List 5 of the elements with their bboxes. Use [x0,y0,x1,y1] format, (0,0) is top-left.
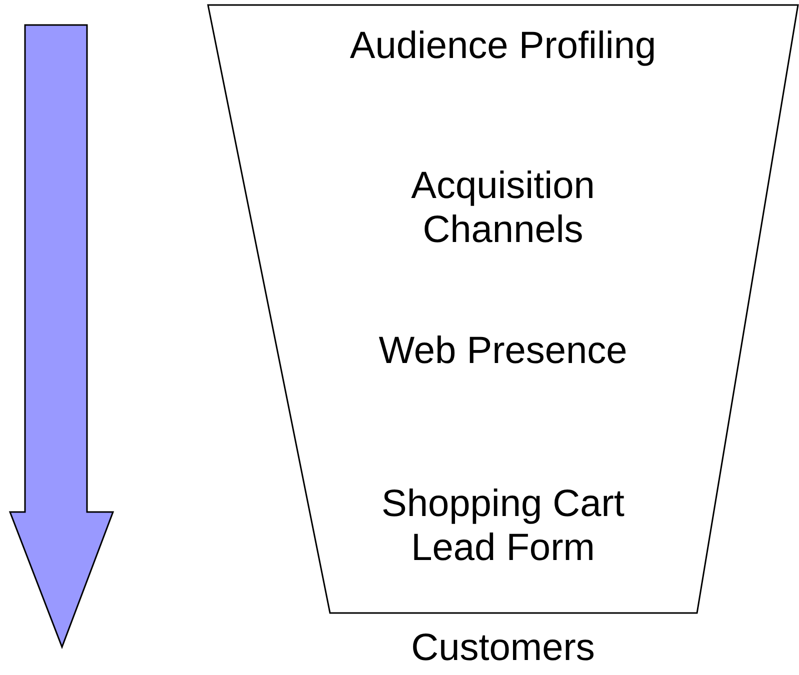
stage-label: Acquisition Channels [410,164,596,252]
stage-label: Web Presence [378,329,628,373]
output-label: Customers [411,626,595,670]
stage-label: Audience Profiling [350,24,656,68]
stage-label: Shopping Cart Lead Form [380,482,626,570]
